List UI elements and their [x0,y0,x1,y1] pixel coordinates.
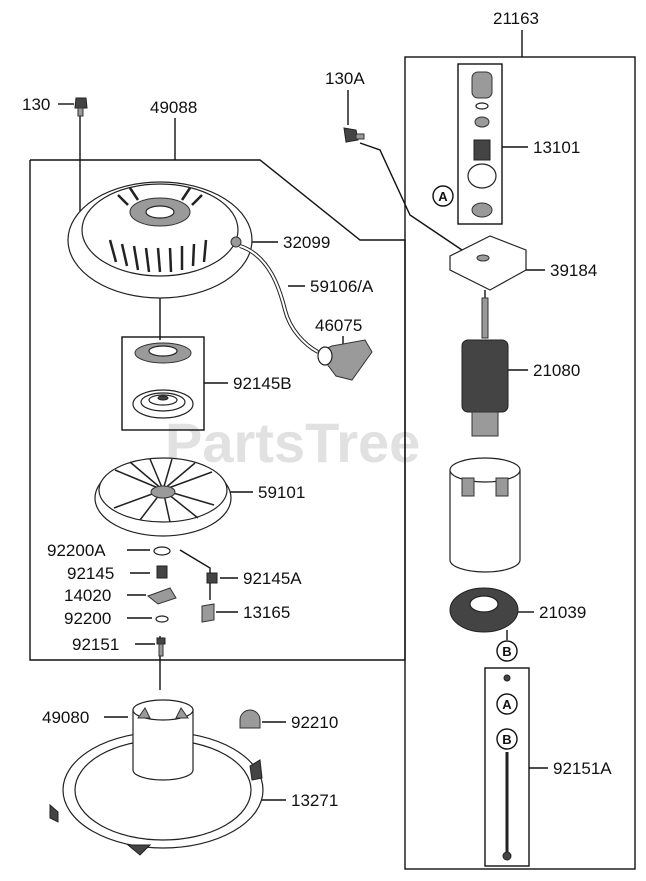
starter-reel-icon [94,457,232,537]
part-label-92145A[interactable]: 92145A [243,569,302,588]
part-label-92145[interactable]: 92145 [67,564,114,583]
callout-a-bolt-text: A [502,697,512,712]
part-label-46075[interactable]: 46075 [315,316,362,335]
spring-92145A-icon [206,572,218,584]
pulley-cup-icon [49,699,264,856]
part-label-49080[interactable]: 49080 [42,708,89,727]
part-label-32099[interactable]: 32099 [283,233,330,252]
callout-a-top: A [432,185,454,207]
leader-130A-bolt [359,142,463,251]
bolt-kit-box [484,667,530,867]
part-label-49088[interactable]: 49088 [150,98,197,117]
part-label-92200A[interactable]: 92200A [47,541,106,560]
part-label-39184[interactable]: 39184 [550,261,597,280]
watermark: PartsTree [165,411,420,474]
callout-a-bolt: A [496,693,518,715]
starter-cover-icon [67,181,253,299]
pinion-kit-icon [467,71,497,218]
guide-13165-icon [201,603,215,623]
armature-icon [461,297,509,437]
bolt-130-icon [74,97,88,117]
spring-92145-icon [156,565,168,579]
starter-rope-icon [239,244,319,354]
callout-b-bolt-text: B [502,732,511,747]
part-label-13165[interactable]: 13165 [243,603,290,622]
callout-b-mid-text: B [502,644,511,659]
part-label-92200[interactable]: 92200 [64,609,111,628]
starter-motor-group-box [404,56,636,870]
bolt-92151-icon [156,637,166,657]
callout-b-mid: B [496,640,518,662]
starter-handle-icon [317,339,373,381]
part-label-21163[interactable]: 21163 [493,9,539,28]
pinion-kit-box [457,63,503,225]
rope-highlight [239,245,319,353]
callout-a-top-text: A [438,189,448,204]
through-bolt-icon [502,674,512,861]
pawl-14020-icon [146,587,177,605]
washer-92200-icon [155,615,169,623]
bracket-hole [476,254,490,262]
part-label-130[interactable]: 130 [22,95,50,114]
part-label-14020[interactable]: 14020 [64,586,111,605]
part-label-21039[interactable]: 21039 [539,603,586,622]
bracket-39184-icon [449,235,527,291]
part-label-13271[interactable]: 13271 [291,791,338,810]
washer-92200A-icon [153,546,171,556]
part-label-59101[interactable]: 59101 [258,483,305,502]
part-label-92210[interactable]: 92210 [291,713,338,732]
callout-b-bolt: B [496,728,518,750]
flow-line-pawl [179,549,211,600]
recoil-spring-icon [132,342,194,419]
part-label-92145B[interactable]: 92145B [233,374,292,393]
part-label-92151A[interactable]: 92151A [553,759,612,778]
bolt-130A-icon [343,127,365,143]
part-label-59106A[interactable]: 59106/A [310,277,374,296]
cap-nut-icon [239,709,261,729]
part-label-21080[interactable]: 21080 [533,361,580,380]
part-label-130A[interactable]: 130A [325,69,365,88]
part-label-92151[interactable]: 92151 [72,635,119,654]
part-label-13101[interactable]: 13101 [533,138,580,157]
yoke-housing-icon [449,457,521,573]
brush-holder-icon [449,587,519,633]
